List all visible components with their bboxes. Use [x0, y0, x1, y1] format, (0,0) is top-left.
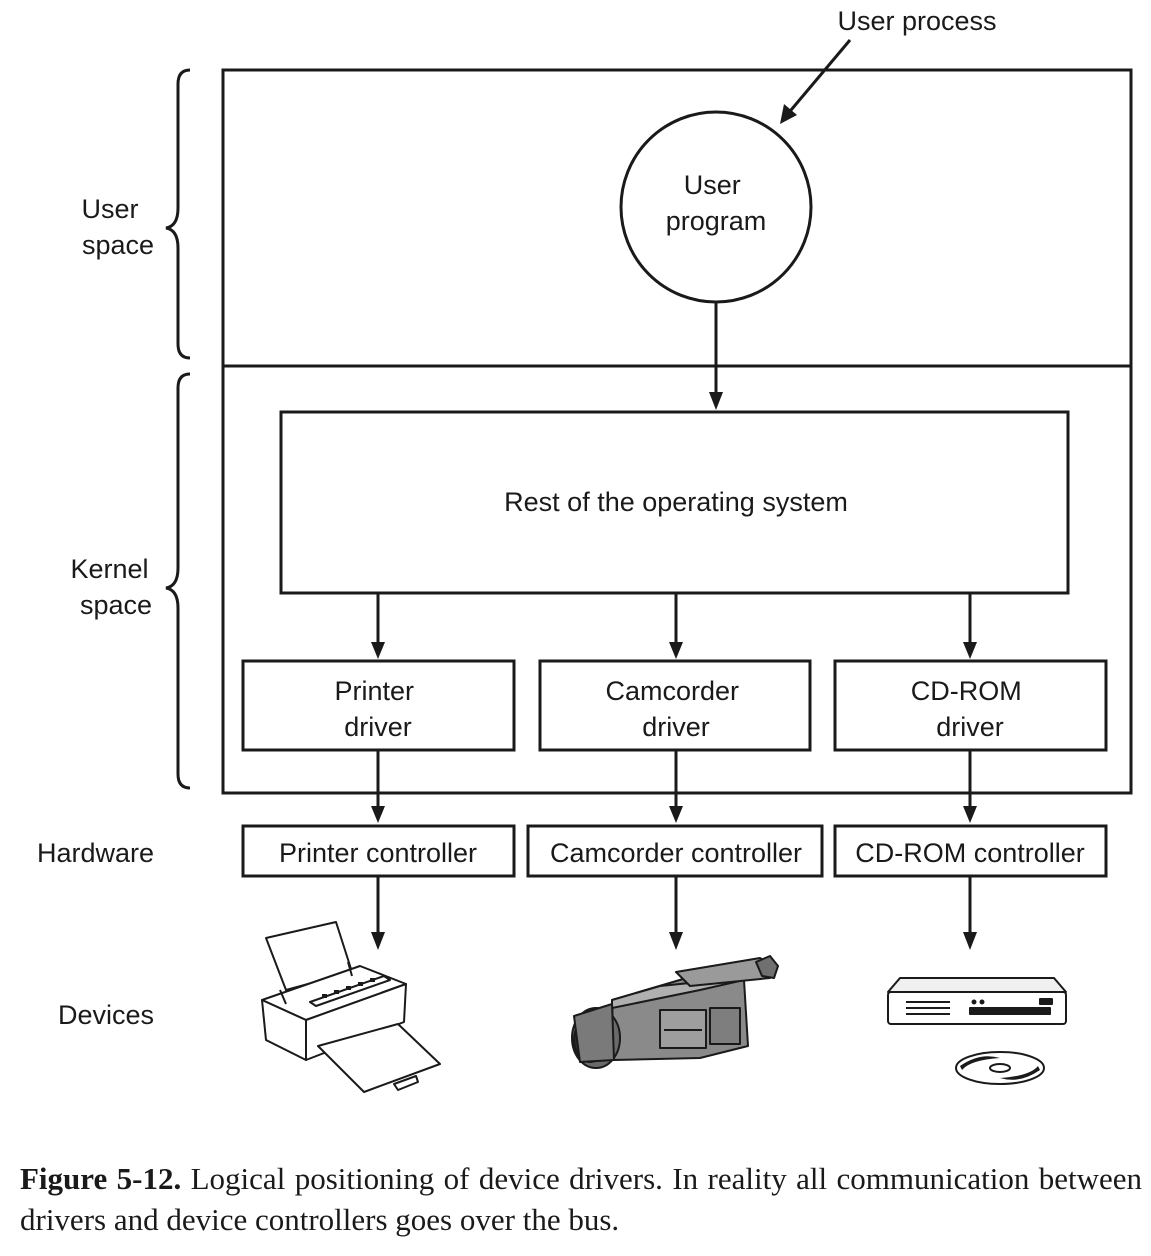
- driver-cdrom: CD-ROM driver: [833, 659, 1108, 752]
- controller-to-device-arrows: [371, 876, 977, 950]
- driver-printer: Printer driver: [241, 659, 516, 752]
- figure-number: Figure 5-12.: [20, 1161, 182, 1196]
- camcorder-icon: [571, 955, 779, 1069]
- svg-text:Camcorder driver: Camcorder driver: [605, 676, 746, 742]
- user-program-label: User program: [666, 170, 767, 236]
- svg-text:CD-ROM controller: CD-ROM controller: [855, 838, 1085, 868]
- svg-text:CD-ROM driver: CD-ROM driver: [911, 676, 1030, 742]
- controller-cdrom: CD-ROM controller: [833, 824, 1108, 878]
- svg-text:Printer controller: Printer controller: [279, 838, 477, 868]
- user-process-arrow: [784, 39, 852, 117]
- cdrom-icon: [887, 977, 1067, 1085]
- controller-camcorder: Camcorder controller: [526, 824, 824, 878]
- driver-to-controller-arrows: [371, 750, 977, 823]
- driver-camcorder: Camcorder driver: [538, 659, 812, 752]
- devices-label: Devices: [58, 1000, 154, 1030]
- user-space-brace: [165, 68, 191, 360]
- printer-icon: [261, 921, 441, 1093]
- svg-text:Printer driver: Printer driver: [334, 676, 421, 742]
- controller-printer: Printer controller: [241, 824, 516, 878]
- kernel-space-brace: [165, 372, 191, 790]
- user-process-arrowhead: [780, 104, 797, 124]
- user-space-label: User space: [81, 194, 154, 260]
- figure-caption: Figure 5-12. Logical positioning of devi…: [20, 1158, 1142, 1240]
- hardware-label: Hardware: [37, 838, 154, 868]
- os-to-driver-arrows: [371, 593, 977, 659]
- caption-text: Logical positioning of device drivers. I…: [20, 1161, 1143, 1237]
- program-to-os-arrowhead: [709, 392, 723, 410]
- svg-text:Camcorder controller: Camcorder controller: [550, 838, 802, 868]
- kernel-space-label: Kernel space: [70, 554, 156, 620]
- rest-of-os-label: Rest of the operating system: [504, 487, 848, 517]
- user-process-label: User process: [837, 6, 996, 36]
